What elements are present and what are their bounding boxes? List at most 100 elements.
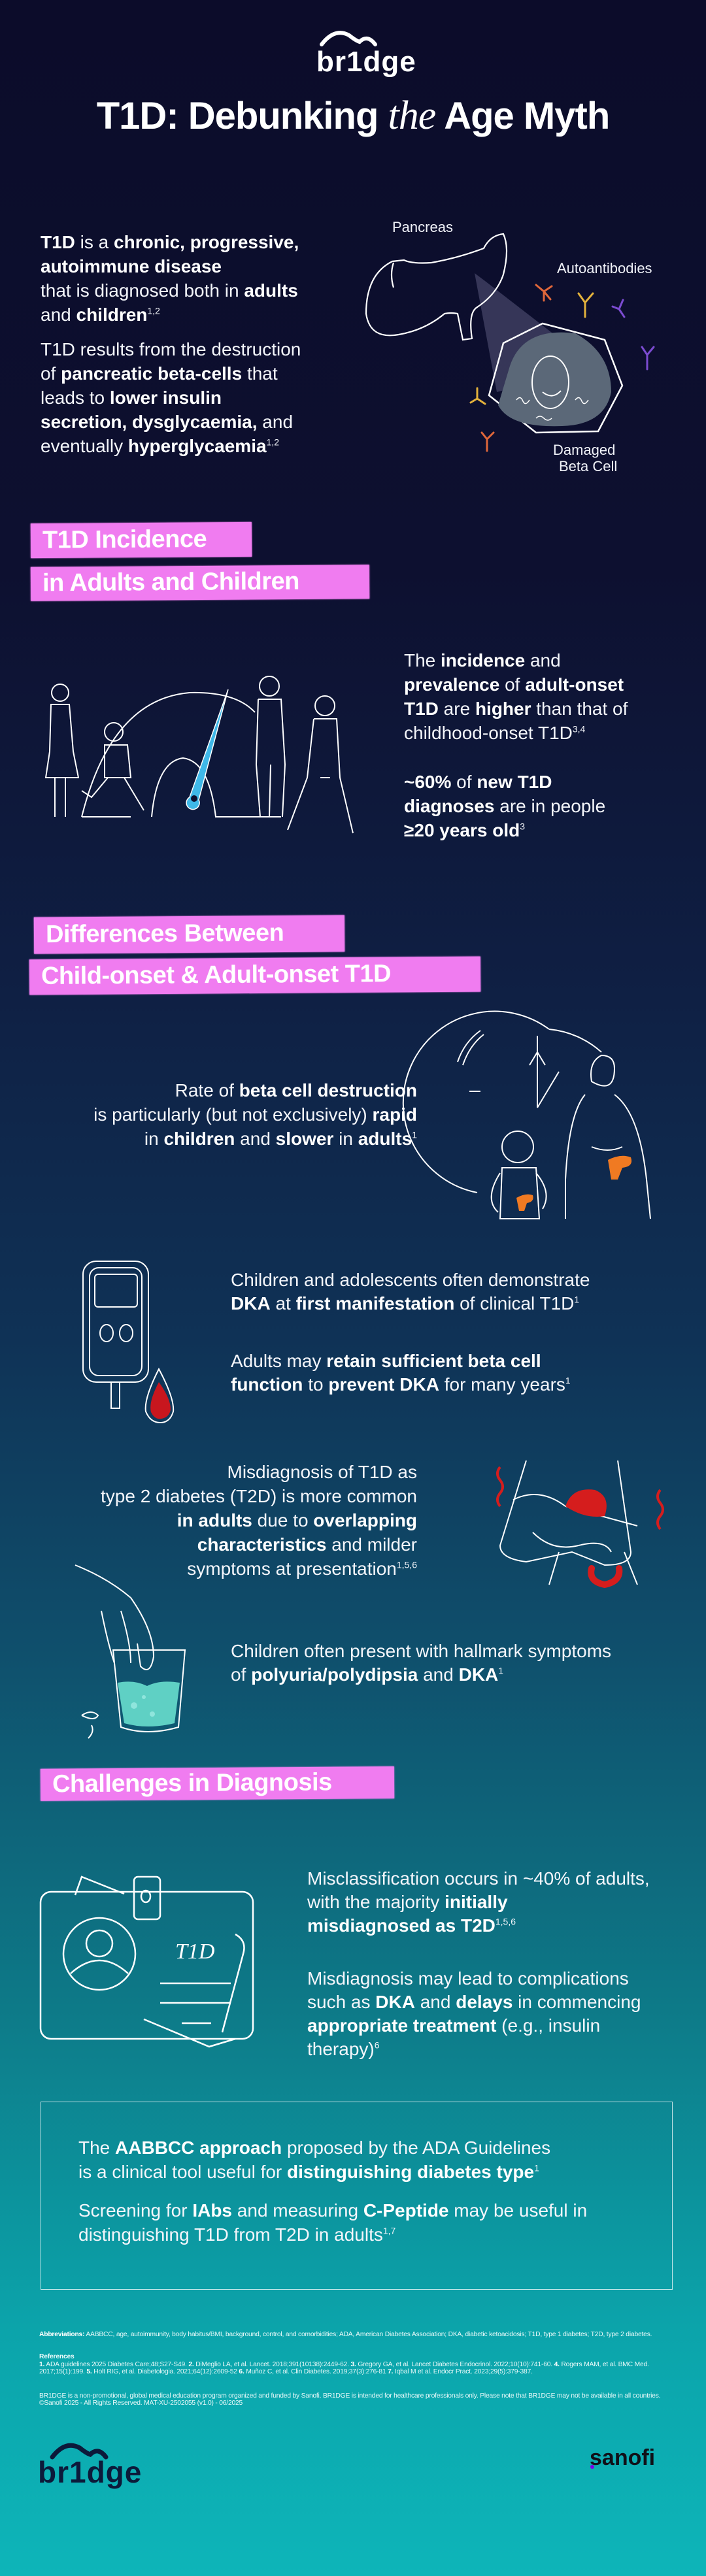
- emphasis-text: IAbs: [192, 2200, 233, 2221]
- sanofi-logo: sanofi: [590, 2445, 655, 2471]
- text: may be useful in: [448, 2200, 588, 2221]
- text: of: [499, 674, 526, 695]
- text-line: with the majority initially: [307, 1891, 650, 1914]
- text: and: [525, 650, 561, 670]
- emphasis-text: rapid: [372, 1104, 417, 1125]
- emphasis-text: higher: [475, 699, 531, 719]
- citation: 1: [565, 1375, 571, 1386]
- text-line: function to prevent DKA for many years1: [231, 1373, 571, 1396]
- clock-parent-child-illustration: [402, 1010, 651, 1219]
- text-line: Adults may retain sufficient beta cell: [231, 1349, 571, 1373]
- section-heading-highlight: Challenges in Diagnosis: [40, 1766, 395, 1801]
- section-heading-highlight: Differences Between: [33, 915, 345, 954]
- damaged-label: Damaged: [553, 442, 616, 458]
- text-line: 1. ADA guidelines 2025 Diabetes Care;48;…: [39, 2361, 649, 2375]
- text: at: [270, 1293, 296, 1313]
- text: distinguishing T1D from T2D in adults: [78, 2224, 383, 2245]
- text: Rogers MAM, et al. BMC Med. 2017;15(1):1…: [39, 2361, 649, 2375]
- emphasis-text: ≥20 years old: [404, 820, 520, 840]
- emphasis-text: 1.: [39, 2361, 45, 2368]
- text-line: and children1,2: [41, 303, 299, 327]
- text: are: [438, 699, 475, 719]
- emphasis-text: prevent DKA: [328, 1374, 439, 1395]
- blood-drop-icon: [150, 1382, 171, 1419]
- text: in: [144, 1129, 164, 1149]
- text-line: characteristics and milder: [101, 1532, 417, 1557]
- citation: 1: [534, 2162, 539, 2173]
- text: of: [451, 772, 477, 792]
- emphasis-text: autoimmune disease: [41, 256, 222, 276]
- emphasis-text: children: [76, 305, 148, 325]
- misclassification-paragraph: Misclassification occurs in ~40% of adul…: [307, 1867, 650, 1938]
- section-heading: Differences Between: [45, 919, 284, 949]
- antibody-icons: [469, 284, 655, 452]
- age-gauge-illustration: [44, 676, 354, 834]
- emphasis-text: diagnoses: [404, 796, 495, 816]
- emphasis-text: DKA: [458, 1664, 499, 1685]
- citation: 1: [412, 1129, 417, 1140]
- emphasis-text: pancreatic beta-cells: [61, 363, 243, 384]
- text-line: ≥20 years old3: [404, 818, 605, 842]
- text: due to: [252, 1510, 314, 1530]
- text-line: that is diagnosed both in adults: [41, 278, 299, 303]
- text: ADA guidelines 2025 Diabetes Care;48;S27…: [44, 2361, 189, 2368]
- abdominal-pain-illustration: [496, 1460, 664, 1589]
- text-line: is particularly (but not exclusively) ra…: [93, 1102, 417, 1127]
- text: for many years: [439, 1374, 565, 1395]
- emphasis-text: 6.: [239, 2368, 244, 2375]
- emphasis-text: chronic, progressive,: [114, 232, 299, 252]
- citation: 1: [574, 1294, 580, 1305]
- citation: 1: [498, 1665, 504, 1676]
- glucometer-illustration: [82, 1261, 175, 1424]
- text-line: T1D is a chronic, progressive,: [41, 230, 299, 254]
- id-card-illustration: T1D: [39, 1869, 275, 2052]
- emphasis-text: AABBCC approach: [115, 2138, 282, 2158]
- emphasis-text: hyperglycaemia: [127, 436, 267, 456]
- emphasis-text: 2.: [188, 2361, 194, 2368]
- emphasis-text: polyuria/polydipsia: [251, 1664, 418, 1685]
- text: such as: [307, 1992, 376, 2012]
- text: is particularly (but not exclusively): [93, 1104, 373, 1125]
- text: and measuring: [232, 2200, 363, 2221]
- title-part: T1D: Debunking: [96, 95, 388, 137]
- text-line: eventually hyperglycaemia1,2: [41, 434, 301, 458]
- text: in: [333, 1129, 358, 1149]
- logo-arc-icon: [50, 2443, 109, 2460]
- text-line: Misdiagnosis may lead to complications: [307, 1967, 641, 1990]
- text: of clinical T1D: [454, 1293, 575, 1313]
- citation: 1,5,6: [396, 1559, 417, 1570]
- text-line: misdiagnosed as T2D1,5,6: [307, 1914, 650, 1938]
- section-heading: T1D Incidence: [42, 525, 207, 554]
- text: and: [235, 1129, 276, 1149]
- text: and: [414, 1992, 456, 2012]
- beta-cell-icon: [488, 322, 624, 434]
- symptoms-paragraph: Children often present with hallmark sym…: [231, 1640, 611, 1687]
- text: Children often present with hallmark sym…: [231, 1641, 612, 1661]
- text-line: such as DKA and delays in commencing: [307, 1990, 641, 2014]
- text: Holt RIG, et al. Diabetologia. 2021;64(1…: [92, 2368, 239, 2375]
- emphasis-text: overlapping: [313, 1510, 417, 1530]
- text-line: Rate of beta cell destruction: [93, 1078, 417, 1102]
- emphasis-text: first manifestation: [295, 1293, 455, 1313]
- text: Misdiagnosis may lead to complications: [307, 1968, 629, 1989]
- text-line: leads to lower insulin: [41, 386, 301, 410]
- text: is a clinical tool useful for: [78, 2162, 288, 2182]
- section-heading: in Adults and Children: [42, 567, 300, 597]
- text: and milder: [326, 1534, 417, 1555]
- text-line: The incidence and: [404, 648, 628, 672]
- pancreas-icon: [365, 233, 508, 341]
- emphasis-text: T1D: [41, 232, 75, 252]
- text-line: in children and slower in adults1: [93, 1127, 417, 1151]
- text-line: Abbreviations: AABBCC, age, autoimmunity…: [39, 2331, 652, 2338]
- pancreas-orange-icon: [608, 1155, 632, 1180]
- text: symptoms at presentation: [187, 1559, 397, 1579]
- emphasis-text: adult-onset: [525, 674, 624, 695]
- text: leads to: [41, 388, 110, 408]
- text-line: of polyuria/polydipsia and DKA1: [231, 1663, 611, 1687]
- water-glass-illustration: [75, 1564, 186, 1739]
- title-part: Age Myth: [435, 95, 610, 137]
